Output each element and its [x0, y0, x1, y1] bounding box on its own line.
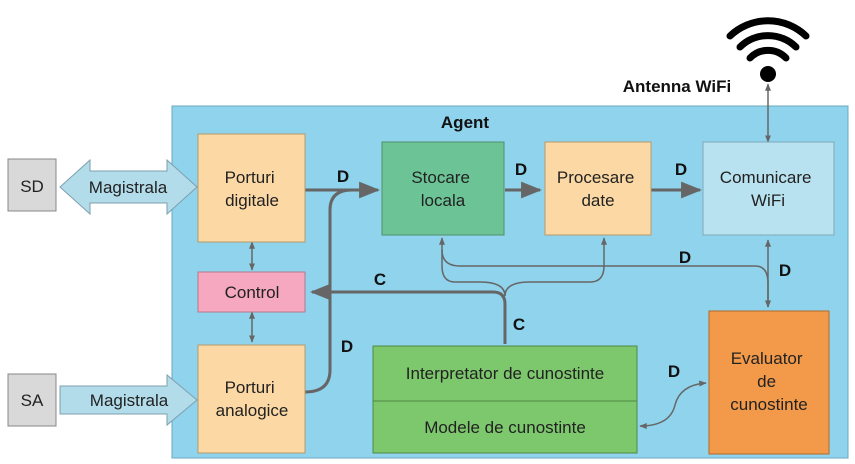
control-label: Control — [225, 283, 280, 302]
svg-text:Procesare date: Procesare date — [557, 168, 639, 210]
interpretator-label: Interpretator de cunostinte — [406, 364, 604, 383]
porturi-analogice-line1: Porturi — [225, 378, 275, 397]
porturi-digitale-line1: Porturi — [225, 168, 275, 187]
flow-label-d-storage-processing: D — [515, 160, 527, 179]
modele-block — [372, 400, 638, 454]
magistrala-top-arrow — [59, 158, 198, 216]
evaluator-line2: de — [757, 372, 776, 391]
svg-text:Evaluator de cunostint: Evaluator de cunostinte — [730, 349, 808, 414]
antenna-label: Antenna WiFi — [623, 77, 731, 96]
porturi-analogice-line2: analogice — [216, 401, 289, 420]
flow-label-c-interpreter: C — [513, 315, 525, 334]
control-block — [197, 271, 306, 313]
modele-label: Modele de cunostinte — [424, 418, 586, 437]
data-paths — [304, 181, 703, 394]
sa-label: SA — [21, 391, 44, 410]
stocare-locala-block — [381, 141, 505, 236]
evaluator-block — [708, 310, 830, 455]
evaluator-line1: Evaluator — [731, 349, 803, 368]
interpretator-block — [372, 345, 638, 402]
magistrala-bottom-arrow — [59, 373, 198, 427]
flow-label-d-ports-vertical: D — [341, 337, 353, 356]
procesare-line2: date — [581, 191, 614, 210]
sd-box — [7, 158, 57, 212]
magistrala-top-label: Magistrala — [89, 178, 168, 197]
feedback-paths — [249, 237, 771, 429]
flow-label-d-evaluator: D — [679, 248, 691, 267]
comunicare-line1: Comunicare — [720, 168, 812, 187]
procesare-date-block — [544, 141, 652, 236]
flow-label-d-models-evaluator: D — [668, 362, 680, 381]
svg-text:Comunicare WiFi: Comunicare WiFi — [720, 168, 816, 210]
agent-title: Agent — [441, 113, 490, 132]
stocare-line2: locala — [421, 191, 466, 210]
comunicare-wifi-block — [702, 141, 835, 236]
porturi-digitale-block — [197, 133, 306, 243]
magistrala-bottom-label: Magistrala — [90, 391, 169, 410]
sa-box — [7, 373, 57, 427]
svg-text:Porturi analogice: Porturi analogice — [216, 378, 289, 420]
sd-label: SD — [20, 177, 44, 196]
flow-label-c-control: C — [374, 270, 386, 289]
porturi-analogice-block — [197, 344, 306, 454]
wifi-icon — [726, 17, 810, 82]
flow-label-d-processing-wifi: D — [675, 160, 687, 179]
evaluator-line3: cunostinte — [730, 395, 808, 414]
porturi-digitale-line2: digitale — [225, 191, 279, 210]
stocare-line1: Stocare — [411, 168, 470, 187]
flow-label-d-ports-storage: D — [337, 167, 349, 186]
procesare-line1: Procesare — [557, 168, 634, 187]
flow-label-d-wifi-evaluator: D — [779, 261, 791, 280]
svg-text:Porturi digitale: Porturi digitale — [225, 168, 280, 210]
comunicare-line2: WiFi — [751, 191, 785, 210]
svg-text:Stocare locala: Stocare locala — [411, 168, 474, 210]
